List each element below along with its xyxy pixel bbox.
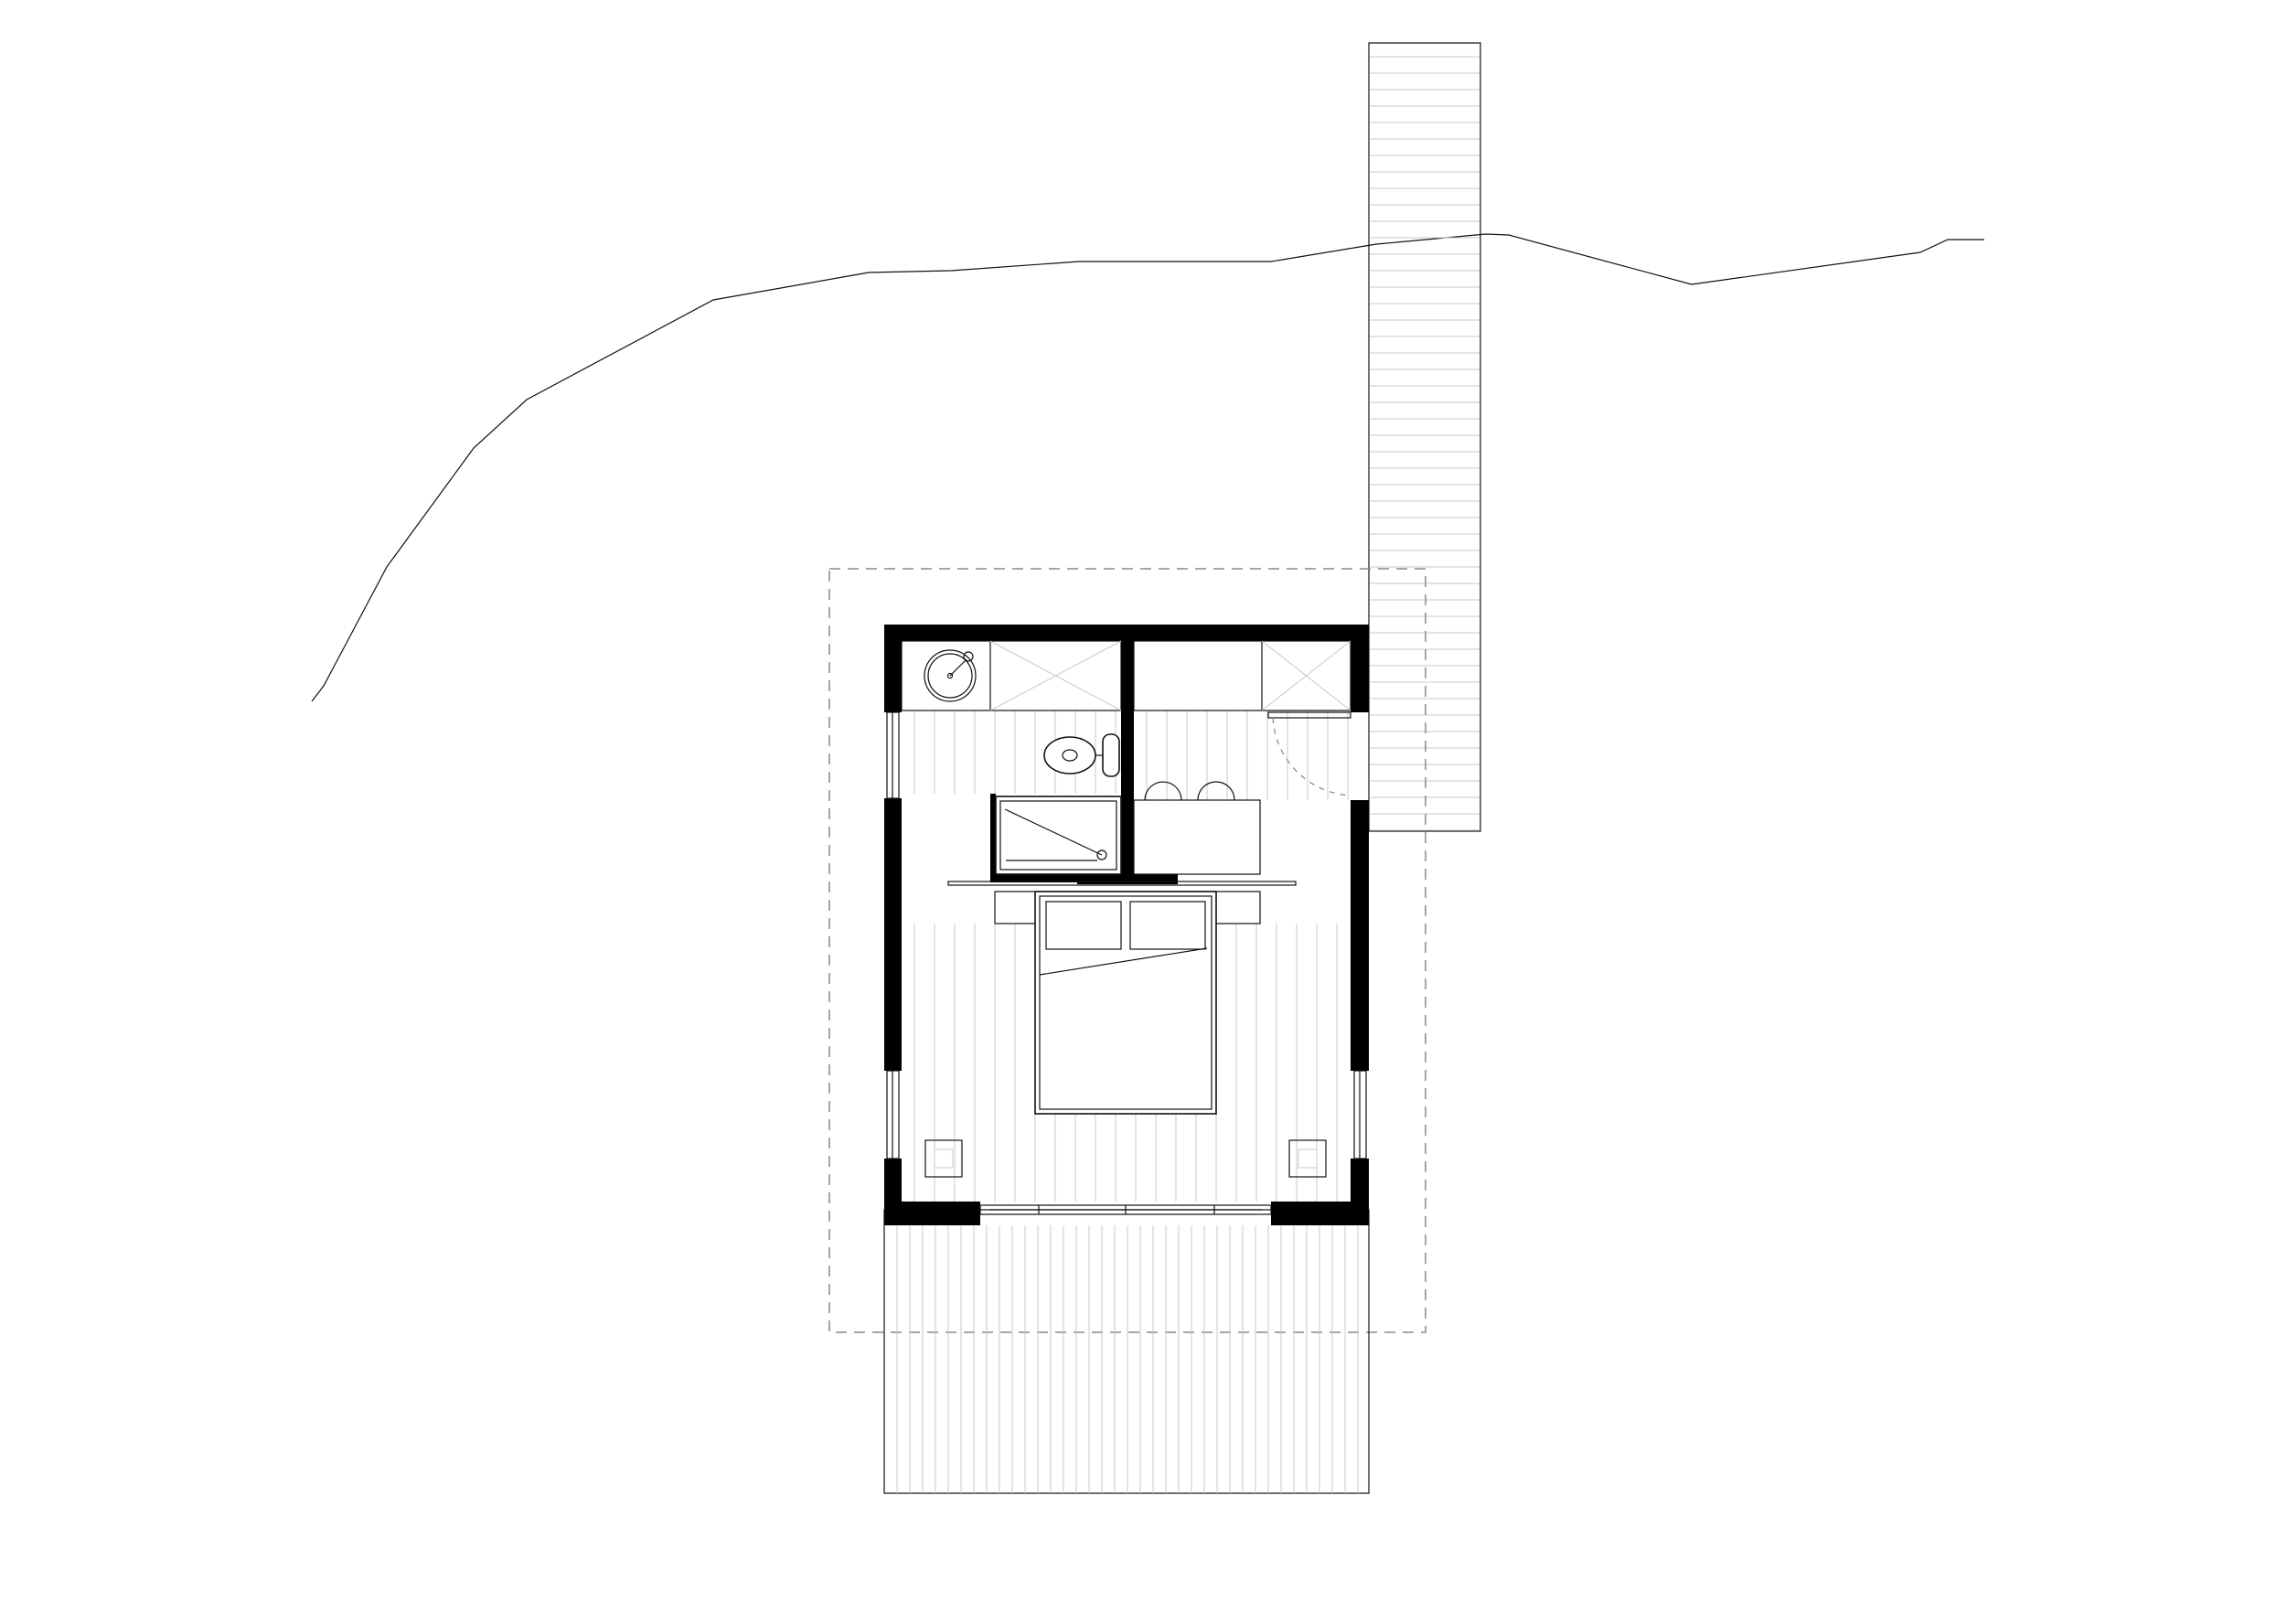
shower (995, 796, 1122, 875)
wall-bottom-right (1271, 1202, 1369, 1225)
exterior-walls (884, 625, 1369, 1225)
boardwalk-boards (1370, 56, 1479, 831)
bathroom-counter (901, 640, 1122, 711)
toilet (1043, 733, 1120, 777)
wall-shower-left (990, 794, 996, 880)
window-left-lower (886, 1070, 900, 1159)
window-right-lower (1353, 1070, 1367, 1159)
entry-door (1267, 711, 1351, 796)
window-left-upper (886, 711, 900, 799)
terrain-contour-line (311, 233, 1984, 702)
wall-shower-bottom (990, 874, 1137, 882)
pillow-right (1129, 901, 1206, 950)
kitchenette (1133, 640, 1351, 875)
wall-top (884, 625, 1369, 641)
wall-right-upper (1351, 625, 1369, 712)
deck (883, 1209, 1370, 1494)
wall-left-middle (884, 798, 902, 1071)
wall-bottom-left (884, 1202, 980, 1225)
stool-right (1197, 781, 1235, 801)
boardwalk (1368, 42, 1481, 832)
double-bed (1034, 891, 1217, 1115)
roof-outline (828, 568, 1426, 1333)
wall-right-middle (1351, 800, 1369, 1071)
pillow-left (1045, 901, 1122, 950)
floor-lamp-left (924, 1139, 963, 1178)
wall-left-upper (884, 625, 902, 712)
kitchen-island (1133, 799, 1261, 875)
sink-basin (924, 649, 977, 702)
deck-boards (896, 1225, 1359, 1493)
floor-lamp-right (1288, 1139, 1327, 1178)
wall-stub-center (1077, 874, 1178, 884)
stool-left (1144, 781, 1182, 801)
sliding-doors-bottom (979, 1204, 1272, 1215)
wall-partition-vertical (1121, 641, 1134, 881)
